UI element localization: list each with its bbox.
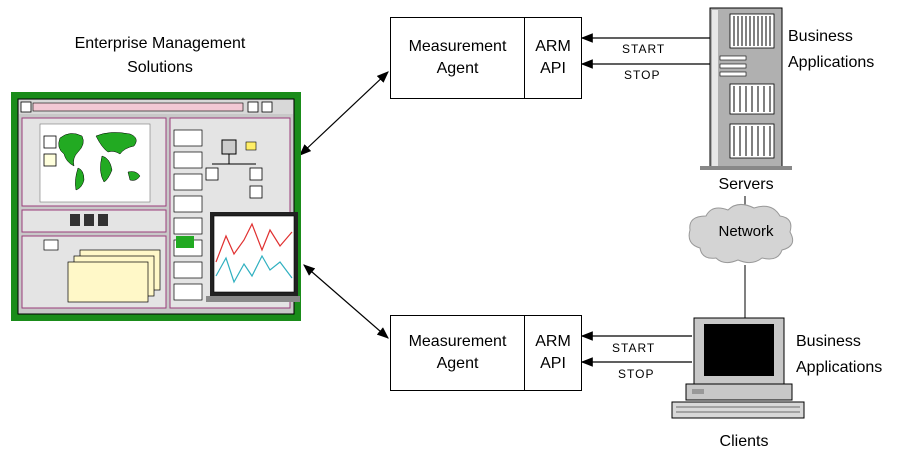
console-minimize-icon (247, 101, 259, 113)
bottom-start-label: START (612, 341, 656, 355)
console-title-line1: Enterprise Management (74, 35, 246, 52)
servers-label: Servers (718, 176, 774, 193)
top-api-line1: ARM (535, 38, 571, 55)
top-link-arrow (299, 71, 389, 156)
bottom-api-line2: API (540, 355, 566, 372)
alert-icon (43, 153, 57, 167)
top-api-line2: API (540, 60, 566, 77)
top-start-label: START (622, 42, 666, 56)
bottom-api-line1: ARM (535, 333, 571, 350)
client-workstation-icon (671, 317, 805, 419)
top-agent-label: Measurement Agent (391, 18, 525, 98)
world-map-icon (58, 132, 141, 191)
report-icon (43, 239, 59, 251)
top-agent-line1: Measurement (408, 38, 507, 55)
performance-chart-monitor (206, 212, 300, 302)
topology-node-bottom (249, 185, 263, 199)
top-apps-line2: Applications (788, 54, 875, 71)
clients-label: Clients (719, 433, 769, 450)
network-cloud-icon (688, 204, 794, 264)
top-stop-label: STOP (624, 68, 661, 82)
bottom-apps-line2: Applications (796, 359, 883, 376)
top-apps-line1: Business (788, 28, 853, 45)
bottom-agent-line1: Measurement (408, 333, 507, 350)
bottom-link-arrow (303, 264, 389, 339)
toolbar-icon-1 (70, 214, 80, 226)
report-stack-icon (67, 249, 161, 303)
bottom-stop-label: STOP (618, 367, 655, 381)
top-arm-api: ARM API (525, 18, 581, 98)
gauge-icon (43, 135, 57, 149)
topology-node-right (249, 167, 263, 181)
console-maximize-icon (261, 101, 273, 113)
top-business-applications: Business Applications (788, 27, 874, 73)
bottom-business-applications: Business Applications (796, 332, 882, 378)
console-title: Enterprise Management Solutions (30, 34, 290, 78)
console-menu-icon (20, 101, 32, 113)
network-label: Network (718, 223, 774, 240)
topology-node-left (205, 167, 219, 181)
bottom-agent-label: Measurement Agent (391, 316, 525, 390)
console-title-line2: Solutions (127, 59, 193, 76)
bottom-agent-line2: Agent (436, 355, 479, 372)
top-agent-line2: Agent (436, 60, 479, 77)
tool-palette (173, 129, 203, 301)
toolbar-icon-3 (98, 214, 108, 226)
bottom-measurement-agent: Measurement Agent ARM API (390, 315, 582, 391)
bottom-arm-api: ARM API (525, 316, 581, 390)
toolbar-icon-2 (84, 214, 94, 226)
bottom-apps-line1: Business (796, 333, 861, 350)
server-tower-icon (700, 7, 792, 170)
top-measurement-agent: Measurement Agent ARM API (390, 17, 582, 99)
